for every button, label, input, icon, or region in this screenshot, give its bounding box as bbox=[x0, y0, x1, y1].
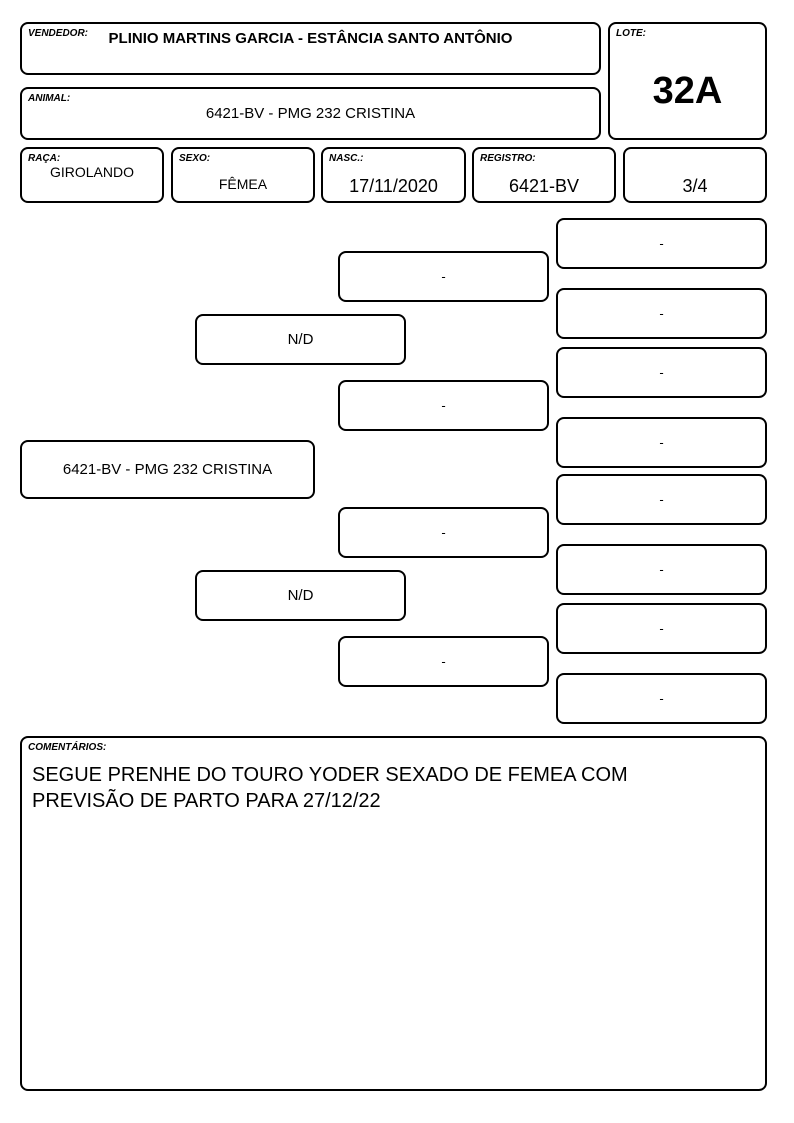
lote-label: LOTE: bbox=[616, 28, 646, 39]
nasc-value: 17/11/2020 bbox=[349, 176, 438, 196]
animal-value: 6421-BV - PMG 232 CRISTINA bbox=[205, 105, 416, 122]
nasc-box: NASC.: 17/11/2020 bbox=[321, 147, 466, 203]
lote-box: LOTE: 32A bbox=[608, 22, 767, 140]
pedigree-great-grandparent: - bbox=[556, 474, 767, 525]
comments-box: COMENTÁRIOS: SEGUE PRENHE DO TOURO YODER… bbox=[20, 736, 767, 1091]
vendedor-box: VENDEDOR: PLINIO MARTINS GARCIA - ESTÂNC… bbox=[20, 22, 601, 75]
registro-label: REGISTRO: bbox=[480, 153, 536, 164]
comments-line: PREVISÃO DE PARTO PARA 27/12/22 bbox=[32, 790, 381, 812]
pedigree-animal: 6421-BV - PMG 232 CRISTINA bbox=[20, 440, 315, 499]
pedigree-great-grandparent: - bbox=[556, 288, 767, 339]
pedigree-grandparent: - bbox=[338, 507, 549, 558]
grau-sangue-box: 3/4 bbox=[623, 147, 767, 203]
registro-value: 6421-BV bbox=[508, 176, 580, 196]
pedigree-parent: N/D bbox=[195, 314, 406, 365]
pedigree-parent: N/D bbox=[195, 570, 406, 621]
sexo-value: FÊMEA bbox=[218, 176, 268, 192]
comments-text: SEGUE PRENHE DO TOURO YODER SEXADO DE FE… bbox=[32, 762, 628, 814]
sexo-label: SEXO: bbox=[179, 153, 211, 164]
vendedor-label: VENDEDOR: bbox=[28, 28, 89, 39]
grau-sangue-value: 3/4 bbox=[682, 176, 708, 196]
raca-value: GIROLANDO bbox=[49, 164, 134, 180]
pedigree-grandparent: - bbox=[338, 380, 549, 431]
comments-line: SEGUE PRENHE DO TOURO YODER SEXADO DE FE… bbox=[32, 764, 628, 786]
pedigree-grandparent: - bbox=[338, 636, 549, 687]
pedigree-great-grandparent: - bbox=[556, 603, 767, 654]
pedigree-great-grandparent: - bbox=[556, 347, 767, 398]
pedigree-great-grandparent: - bbox=[556, 218, 767, 269]
sexo-box: SEXO: FÊMEA bbox=[171, 147, 315, 203]
pedigree-great-grandparent: - bbox=[556, 417, 767, 468]
pedigree-grandparent: - bbox=[338, 251, 549, 302]
registro-box: REGISTRO: 6421-BV bbox=[472, 147, 616, 203]
animal-box: ANIMAL: 6421-BV - PMG 232 CRISTINA bbox=[20, 87, 601, 140]
comments-label: COMENTÁRIOS: bbox=[28, 742, 107, 753]
pedigree-great-grandparent: - bbox=[556, 673, 767, 724]
lote-value: 32A bbox=[652, 70, 723, 112]
vendedor-value: PLINIO MARTINS GARCIA - ESTÂNCIA SANTO A… bbox=[108, 30, 513, 47]
pedigree-great-grandparent: - bbox=[556, 544, 767, 595]
nasc-label: NASC.: bbox=[329, 153, 364, 164]
raca-box: RAÇA: GIROLANDO bbox=[20, 147, 164, 203]
raca-label: RAÇA: bbox=[28, 153, 61, 164]
animal-label: ANIMAL: bbox=[28, 93, 71, 104]
